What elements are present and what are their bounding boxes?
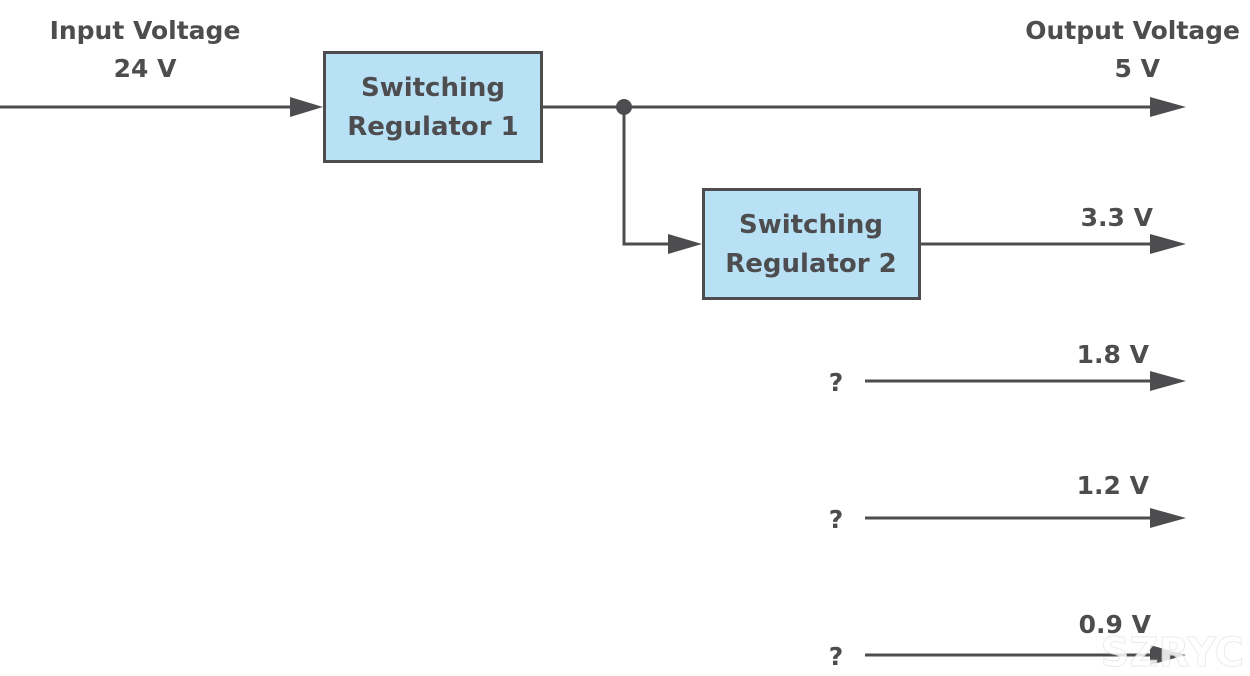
regulator-2-box [702, 188, 921, 300]
rail-1v2-label: 1.2 V [1077, 471, 1150, 500]
rail-3v3-arrowhead [1150, 234, 1186, 254]
input-voltage-value: 24 V [114, 54, 177, 83]
rail-5v-arrowhead [1150, 97, 1186, 117]
rail-0v9-label: 0.9 V [1079, 610, 1152, 639]
switching-regulator-2: Switching Regulator 2 [702, 188, 921, 300]
branch-wire [622, 107, 672, 246]
regulator-2-line1: Switching [739, 210, 883, 240]
rail-1v8-label: 1.8 V [1077, 340, 1150, 369]
rail-1v8-arrowhead [1150, 371, 1186, 391]
input-arrowhead [290, 97, 323, 117]
regulator-1-line2: Regulator 1 [347, 112, 519, 142]
regulator-2-line2: Regulator 2 [725, 249, 897, 279]
rail-0v9-arrowhead [1150, 645, 1186, 665]
input-voltage-label: Input Voltage [50, 16, 241, 45]
regulator-1-line1: Switching [361, 73, 505, 103]
rail-5v-label: 5 V [1115, 54, 1161, 83]
output-voltage-label: Output Voltage [1025, 16, 1240, 45]
watermark-text: SZRYC [1101, 630, 1244, 676]
rail-1v8-source-unknown: ? [829, 368, 844, 397]
switching-regulator-1: Switching Regulator 1 [323, 51, 543, 163]
rail-0v9-source-unknown: ? [829, 642, 844, 671]
rail-3v3-label: 3.3 V [1081, 203, 1154, 232]
rail-1v2-source-unknown: ? [829, 505, 844, 534]
rail-1v2-arrowhead [1150, 508, 1186, 528]
branch-arrowhead [668, 234, 702, 254]
regulator-1-box [323, 51, 543, 163]
